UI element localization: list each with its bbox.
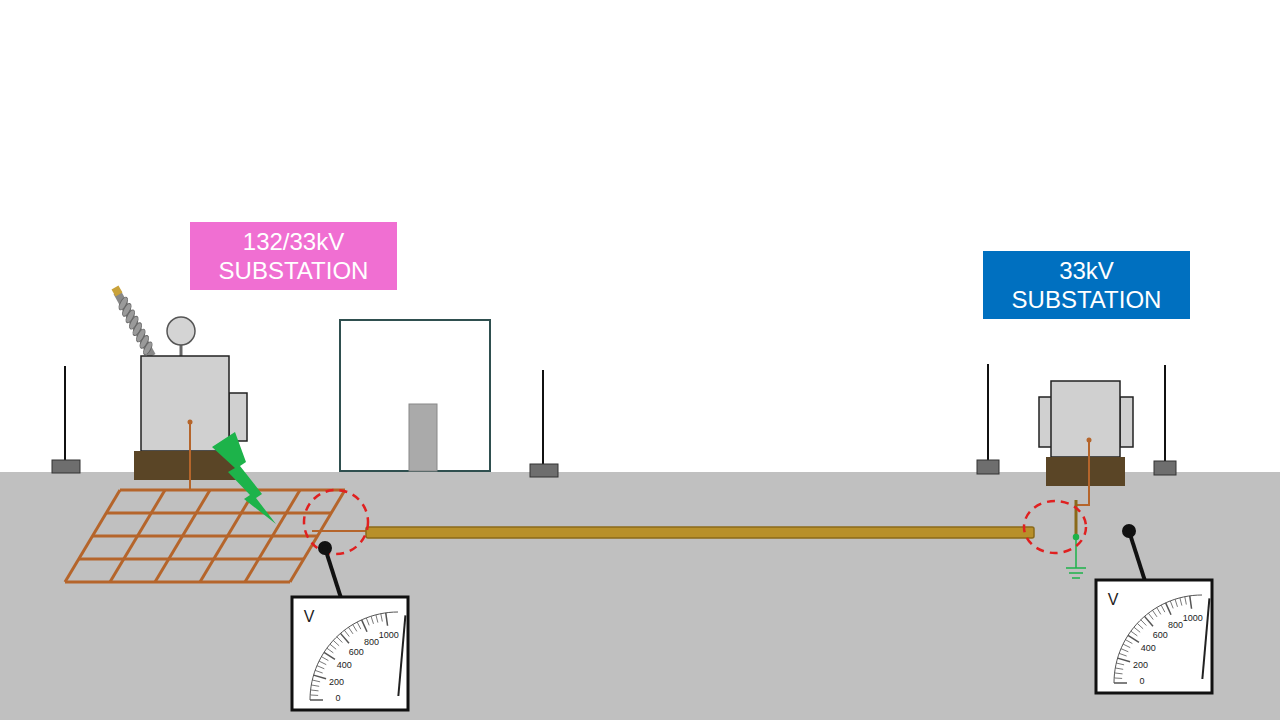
scale-number: 400 — [1140, 644, 1157, 653]
substation-label: 132/33kV SUBSTATION — [190, 222, 397, 290]
substation-label: 33kV SUBSTATION — [983, 251, 1190, 319]
distribution-transformer — [1039, 381, 1133, 537]
scale-number: 0 — [334, 694, 341, 703]
building-door — [409, 404, 437, 471]
earth-symbol — [1066, 535, 1086, 579]
scale-number: 1000 — [378, 630, 400, 639]
cable-lead — [312, 530, 367, 532]
scale-number: 600 — [348, 647, 365, 656]
voltmeter-scale — [310, 595, 1209, 700]
substation-name: 33kV SUBSTATION — [997, 256, 1177, 315]
scale-number: 400 — [336, 661, 353, 670]
cable — [366, 527, 1034, 538]
substation-name: 132/33kV SUBSTATION — [204, 227, 384, 286]
measure-point — [1024, 501, 1086, 553]
scale-number: 1000 — [1182, 613, 1204, 622]
control-building — [340, 320, 490, 471]
meter-probe — [320, 526, 1145, 598]
unit-symbol: V — [1107, 592, 1120, 608]
lightning-bolt — [212, 432, 276, 524]
voltmeter-box — [1096, 580, 1212, 693]
scale-number: 200 — [1132, 660, 1149, 669]
ground — [0, 472, 1280, 720]
voltmeter-box — [292, 597, 408, 710]
unit-symbol: V — [303, 609, 316, 625]
earth-grid — [65, 490, 345, 582]
measure-point — [304, 490, 368, 554]
scale-number: 200 — [328, 677, 345, 686]
scale-number: 0 — [1138, 677, 1145, 686]
scale-number: 600 — [1152, 630, 1169, 639]
